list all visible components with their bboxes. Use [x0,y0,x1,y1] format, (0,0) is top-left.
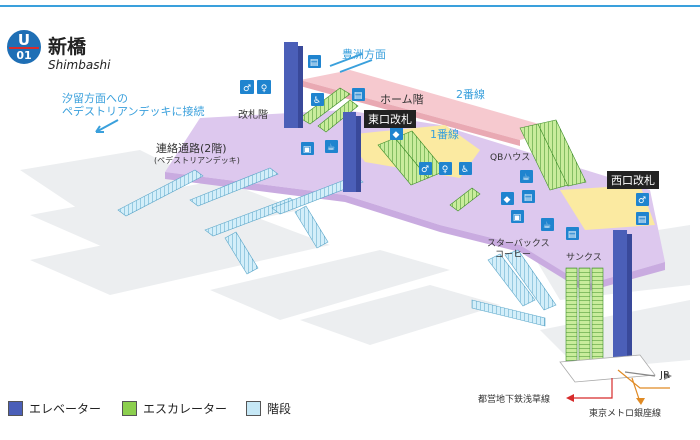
restroom-icon [439,162,452,175]
shop-icon [308,55,321,68]
shop-icon [390,127,403,140]
basement-slab [559,354,656,383]
restroom-icon [240,80,254,94]
coffee-icon [541,218,554,231]
svg-text:♿: ♿ [461,165,469,175]
svg-text:▣: ▣ [303,145,312,155]
svg-text:▤: ▤ [568,230,577,240]
corridor-label: 連絡通路(2階) [156,142,227,155]
arrow-heads [566,372,672,405]
restroom-icon [419,162,432,175]
legend-stairs-swatch [246,401,261,416]
coffee-label: コーヒー [495,250,532,260]
corridor-sub-label: (ペデストリアンデッキ) [154,156,240,165]
shop-icon [566,227,579,240]
ticket-machine-icon [352,88,365,101]
legend-elevator: エレベーター [8,400,101,417]
legend-escalator-swatch [122,401,137,416]
toyosu-direction-label: 豊洲方面 [342,48,386,61]
legend-elevator-swatch [8,401,23,416]
direction-arrows [95,53,373,133]
line-badge: U 01 [7,30,41,64]
legend-stairs: 階段 [246,400,291,417]
escalators [299,87,587,212]
track-1-label: 1番線 [430,128,459,141]
svg-text:▤: ▤ [354,91,363,101]
svg-text:▤: ▤ [638,215,647,225]
restroom-icon [636,193,649,206]
toei-label: 都営地下鉄浅草線 [478,395,551,405]
coffee-icon [325,140,338,153]
west-gate-area [560,185,655,230]
track-2-label: 2番線 [456,88,485,101]
svg-text:◆: ◆ [393,130,400,140]
svg-text:♂: ♂ [638,196,646,206]
west-gate-label: 西口改札 [607,171,659,189]
shop-icon [522,190,535,203]
stairs [117,167,557,327]
qb-house-label: QBハウス [490,153,531,163]
metro-label: 東京メトロ銀座線 [589,409,662,419]
svg-text:☕: ☕ [327,143,335,153]
legend-escalator-label: エスカレーター [143,402,228,416]
svg-text:▣: ▣ [513,213,522,223]
home-floor-label: ホーム階 [380,93,424,106]
station-number: 01 [9,47,39,62]
station-romaji: Shimbashi [48,58,111,72]
vertical-escalators [565,267,604,369]
accessible-icon [311,93,324,106]
svg-text:♂: ♂ [243,84,251,94]
restroom-icon [459,162,472,175]
starbucks-label: スターバックス [487,239,550,249]
facility-icons [240,55,649,240]
svg-text:☕: ☕ [522,173,530,183]
ticket-machine-icon [636,212,649,225]
svg-text:◆: ◆ [504,195,511,205]
coffee-icon [520,170,533,183]
shop-icon [511,210,524,223]
line-letter: U [17,30,31,49]
svg-text:▤: ▤ [524,193,533,203]
bus-icon [501,192,514,205]
shiodome-label-line1: 汐留方面への [62,92,128,105]
station-name: 新橋 [48,36,87,58]
shiodome-label: 汐留方面への ペデストリアンデッキに接続 [62,92,205,118]
shiodome-label-line2: ペデストリアンデッキに接続 [62,105,205,118]
sunkus-label: サンクス [566,253,602,263]
svg-text:♀: ♀ [442,165,449,175]
legend-stairs-label: 階段 [267,402,292,416]
legend-escalator: エスカレーター [122,400,227,417]
svg-text:♂: ♂ [421,165,429,175]
svg-text:▤: ▤ [310,58,319,68]
legend-elevator-label: エレベーター [29,402,102,416]
shop-icon [301,142,314,155]
svg-text:♀: ♀ [261,84,268,94]
svg-text:♿: ♿ [313,96,321,106]
top-rule [0,5,700,7]
kaisatsu-floor-label: 改札階 [238,110,268,121]
svg-text:☕: ☕ [543,221,551,231]
elevators [284,42,632,365]
jr-label: JR [660,370,670,381]
east-gate-label: 東口改札 [364,110,416,128]
restroom-icon [257,80,271,94]
